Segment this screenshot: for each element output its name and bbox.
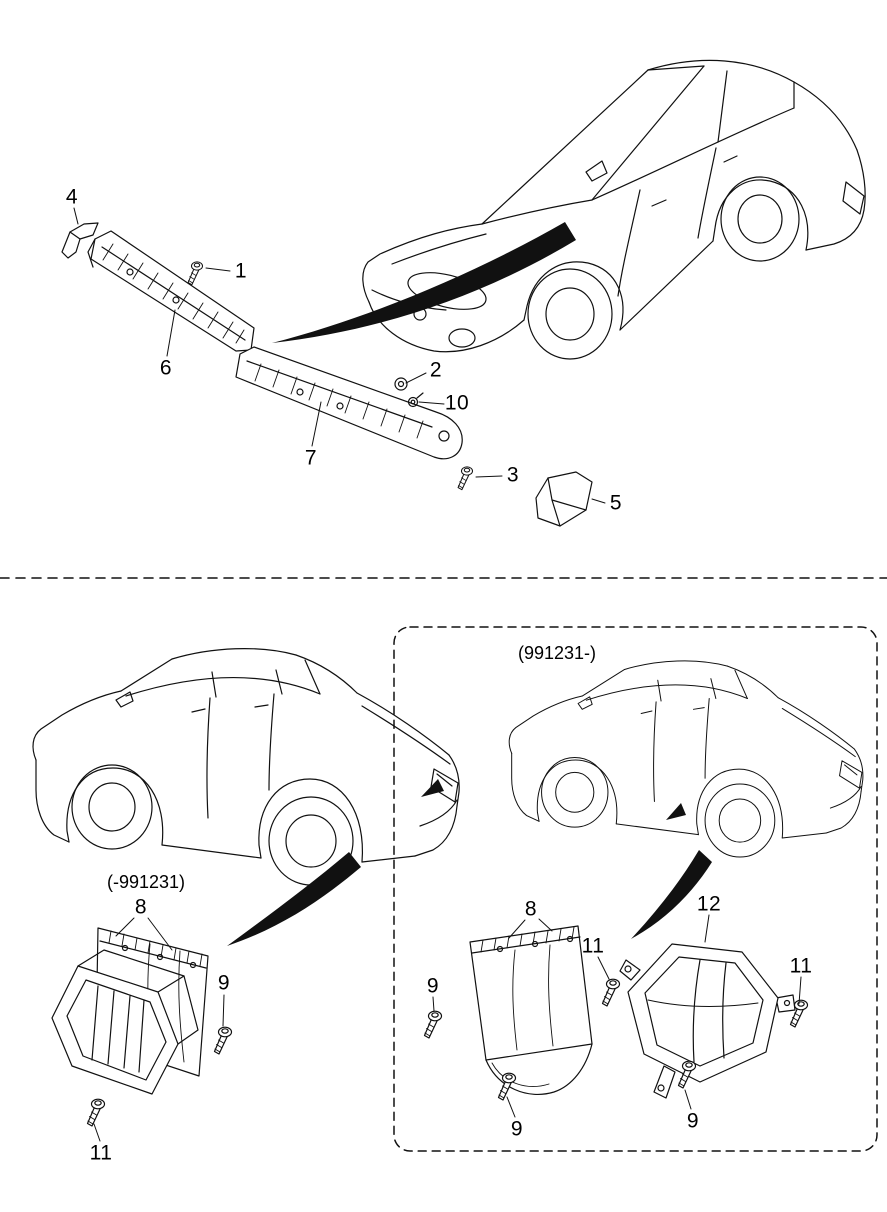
front-wheel (71, 764, 153, 850)
callout-part-11-early: 11 (89, 1141, 113, 1165)
cowl-pointer-arrow (272, 222, 576, 343)
callout-part-10: 10 (444, 391, 470, 415)
variant-label-early: (-991231) (106, 872, 186, 892)
sedan-rear-view-late (508, 660, 864, 858)
variant-label-late: (991231-) (517, 643, 597, 663)
callout-part-8-late: 8 (524, 897, 538, 921)
callout-part-8-early: 8 (134, 895, 148, 919)
bolt-part1 (187, 261, 204, 286)
front-wheel (527, 268, 613, 360)
taillight (842, 181, 865, 215)
callout-part-11-late-right: 11 (789, 954, 813, 978)
leader-lines-bottom-right (432, 914, 802, 1118)
callout-part-9-late-bottom: 9 (510, 1117, 524, 1141)
callout-part-9-late-frame: 9 (686, 1109, 700, 1133)
leader-lines-top (73, 207, 606, 504)
callout-part-9-early: 9 (217, 971, 231, 995)
callout-part-5: 5 (609, 491, 623, 515)
callout-part-7: 7 (304, 446, 318, 470)
headlight (407, 272, 487, 310)
callout-part-3: 3 (506, 463, 520, 487)
screw-part11-late-left (601, 978, 621, 1007)
rear-wheel (720, 176, 800, 262)
top-section-drawing (61, 59, 866, 527)
callout-part-6: 6 (159, 356, 173, 380)
screw-part9-early (213, 1026, 233, 1055)
bottom-left-section-drawing (32, 648, 460, 1142)
clip-part2 (394, 377, 408, 391)
fog-lamp (448, 328, 476, 348)
bottom-right-section-drawing (393, 626, 878, 1152)
callout-part-11-late-left: 11 (581, 934, 605, 958)
screw-part11-early (86, 1098, 106, 1127)
callout-part-2: 2 (429, 358, 443, 382)
grille-hatch (254, 363, 424, 439)
variant-box (393, 626, 878, 1152)
grille-hatch (102, 243, 245, 344)
grille-frame-part12 (619, 943, 796, 1099)
callout-part-9-late-left: 9 (426, 974, 440, 998)
quarter-arrow-small-late (666, 803, 686, 820)
cowl-grille-right-part7 (235, 346, 463, 460)
ventilator-assembly-part8-early (51, 927, 209, 1095)
cowl-bracket-part4 (61, 222, 99, 259)
sedan-rear-view (32, 648, 460, 886)
screw-part3 (457, 466, 474, 491)
callout-part-4: 4 (65, 185, 79, 209)
clip-part10 (407, 392, 424, 408)
quarter-arrow-large-late (631, 850, 712, 939)
flap-hatch (480, 926, 575, 953)
callout-part-1: 1 (234, 259, 248, 283)
quarter-arrow-small (421, 779, 444, 797)
taillight (430, 768, 459, 803)
quarter-arrow-large (227, 852, 361, 946)
screw-part9-late-left (423, 1010, 443, 1039)
cover-part5 (535, 471, 593, 527)
callout-part-12-late: 12 (696, 892, 722, 916)
ventilator-flap-part8-late (469, 925, 593, 1096)
flap-hatch (108, 930, 203, 967)
sedan-front-view (362, 59, 866, 360)
leader-lines-bottom-left (93, 917, 225, 1142)
